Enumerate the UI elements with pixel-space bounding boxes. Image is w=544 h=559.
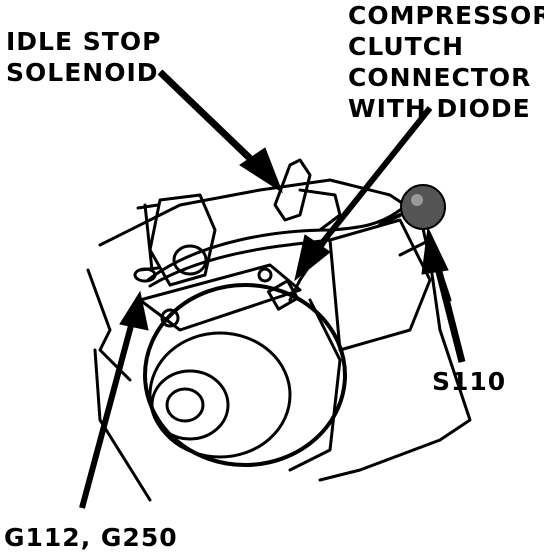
label-idle-stop-line-1: IDLE STOP [6, 27, 162, 56]
connector-body [266, 279, 300, 311]
pulley-center [165, 387, 205, 423]
wire-harness [146, 208, 402, 282]
arrowhead-ground [119, 290, 149, 331]
solenoid-plunger [273, 158, 312, 222]
pulley-hub [150, 369, 230, 441]
solenoid-cap [172, 244, 208, 276]
arrow-compressor-connector [315, 106, 433, 250]
label-compressor-line-4: WITH DIODE [348, 94, 531, 123]
arrowhead-compressor-connector [294, 234, 331, 282]
arrow-ground [79, 321, 135, 509]
solenoid-bracket [298, 188, 342, 232]
engine-right-panel [328, 218, 432, 352]
compressor-side [288, 298, 342, 472]
arrow-s110 [432, 259, 466, 363]
label-compressor-line-2: CLUTCH [348, 32, 465, 61]
s110-splice-highlight [411, 194, 423, 206]
label-s110: S110 [432, 367, 507, 396]
mounting-plate [138, 263, 302, 332]
label-compressor-line-3: CONNECTOR [348, 63, 532, 92]
s110-splice-ball [400, 184, 446, 230]
label-compressor-clutch-connector: COMPRESSOR CLUTCH CONNECTOR WITH DIODE [348, 0, 544, 124]
label-idle-stop-line-2: SOLENOID [6, 58, 159, 87]
compressor-outer [143, 283, 347, 467]
label-idle-stop-solenoid: IDLE STOP SOLENOID [6, 26, 161, 88]
pointer-arrows [79, 69, 466, 509]
engine-block-edge [86, 268, 132, 382]
compressor-ring [148, 331, 292, 459]
arrow-idle-stop-solenoid [157, 69, 265, 173]
s110-lead [378, 213, 402, 227]
mount-bolt [160, 308, 180, 328]
mount-bolt-2 [257, 267, 273, 283]
arrowhead-s110 [421, 226, 449, 275]
engine-block-outline [98, 178, 472, 482]
arrowhead-idle-stop-solenoid [239, 147, 284, 194]
label-ground: G112, G250 [4, 523, 178, 552]
engine-lower-edge [93, 348, 152, 502]
ground-washer [133, 267, 157, 283]
label-compressor-line-1: COMPRESSOR [348, 1, 544, 30]
